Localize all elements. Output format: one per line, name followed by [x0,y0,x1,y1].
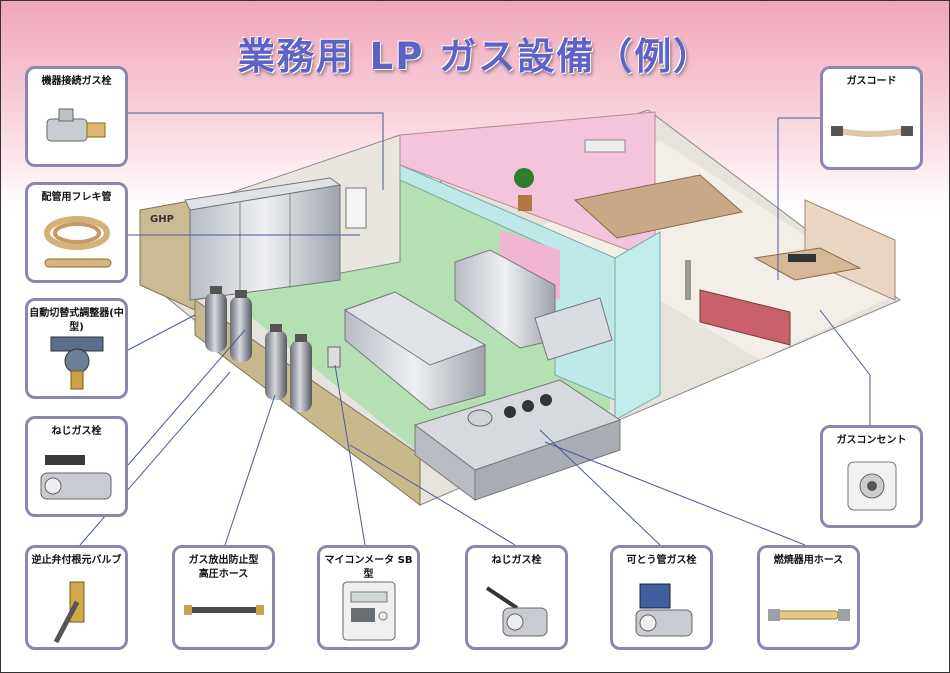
label-regulator: 自動切替式調整器(中型) [29,308,124,333]
label-flexible-pipe: 配管用フレキ管 [41,192,112,203]
dining-area [685,199,896,346]
label-gas-outlet: ガスコンセント [836,435,907,446]
regulator-icon [50,336,103,390]
leader-gas-cord [777,117,820,280]
lever-gas-valve-icon [485,586,547,637]
flexible-tube-valve-icon [635,583,692,637]
check-valve-icon [53,581,84,644]
label-gas-cord: ガスコード [846,76,897,87]
label-screw-gas-valve-bottom: ねじガス栓 [491,555,542,566]
cooking-line [413,379,622,501]
page-title: 業務用 LP ガス設備（例） [237,35,713,78]
leader-concent [819,309,871,425]
leader-koatsu [224,394,276,546]
dining-partition [614,231,661,421]
gas-cord-icon [830,126,913,137]
callout-flexible-tube-valve: 可とう管ガス栓 [610,545,713,650]
water-heater [345,187,367,229]
prep-table [343,291,487,411]
label-kiki-gas-valve: 機器接続ガス栓 [41,76,112,87]
kiki-gas-valve-icon [46,108,105,142]
screw-gas-valve-icon [40,455,111,500]
sink [534,297,613,361]
gas-outlet-icon [847,461,896,511]
private-room [514,139,744,239]
burner-hose-icon [767,609,850,621]
leader-katou [539,429,661,546]
gas-cylinders-group-2 [265,324,312,412]
refrigerators [184,177,342,301]
scene-meter [327,346,341,368]
high-pressure-hose-icon [183,605,264,615]
gas-cylinders-group-1 [205,286,252,362]
leader-meter [334,364,366,546]
ghp-label: GHP [150,214,174,225]
leader-neji-left [127,329,246,466]
callout-gas-outlet: ガスコンセント [820,425,923,528]
label-high-pressure-hose-line2: 高圧ホース [198,569,249,580]
leader-kiki [128,112,384,190]
callout-flexible-pipe: 配管用フレキ管 [25,182,128,283]
label-high-pressure-hose: ガス放出防止型 高圧ホース [175,554,272,582]
callout-burner-hose: 燃焼器用ホース [757,545,860,650]
label-micom-meter: マイコンメータ SB型 [324,555,413,580]
callout-regulator: 自動切替式調整器(中型) [25,298,128,399]
rice-cooker [467,409,493,427]
leader-nensho [544,441,806,546]
leader-regulator [127,314,196,351]
callout-high-pressure-hose: ガス放出防止型 高圧ホース [172,545,275,650]
label-flexible-tube-valve: 可とう管ガス栓 [626,555,697,566]
label-check-valve: 逆止弁付根元バルブ [31,555,122,566]
label-screw-gas-valve-left: ねじガス栓 [51,426,102,437]
callout-kiki-gas-valve: 機器接続ガス栓 [25,66,128,167]
label-burner-hose: 燃焼器用ホース [773,555,844,566]
gas-meter-icon [342,581,395,641]
leader-neji-bottom [349,444,516,546]
label-high-pressure-hose-line1: ガス放出防止型 [188,555,259,566]
flexible-pipe-coil-icon [43,216,111,268]
callout-micom-meter: マイコンメータ SB型 [317,545,420,650]
callout-screw-gas-valve-left: ねじガス栓 [25,416,128,517]
callout-screw-gas-valve-bottom: ねじガス栓 [465,545,568,650]
callout-gas-cord: ガスコード [820,66,923,170]
callout-check-valve: 逆止弁付根元バルブ [25,545,128,650]
